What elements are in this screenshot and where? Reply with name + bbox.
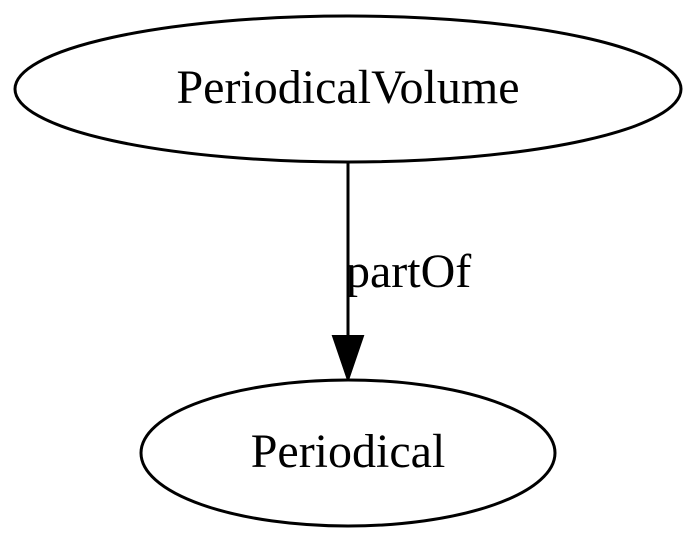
node-periodical-volume: PeriodicalVolume bbox=[13, 14, 683, 164]
node-periodical-label: Periodical bbox=[251, 425, 446, 478]
node-periodical-volume-label: PeriodicalVolume bbox=[176, 61, 519, 114]
edge-part-of-label: partOf bbox=[346, 245, 471, 298]
node-periodical-shape bbox=[139, 378, 557, 528]
edge-part-of-arrowhead bbox=[331, 335, 365, 384]
node-periodical: Periodical bbox=[139, 378, 557, 528]
edge-part-of: partOf bbox=[331, 162, 471, 384]
